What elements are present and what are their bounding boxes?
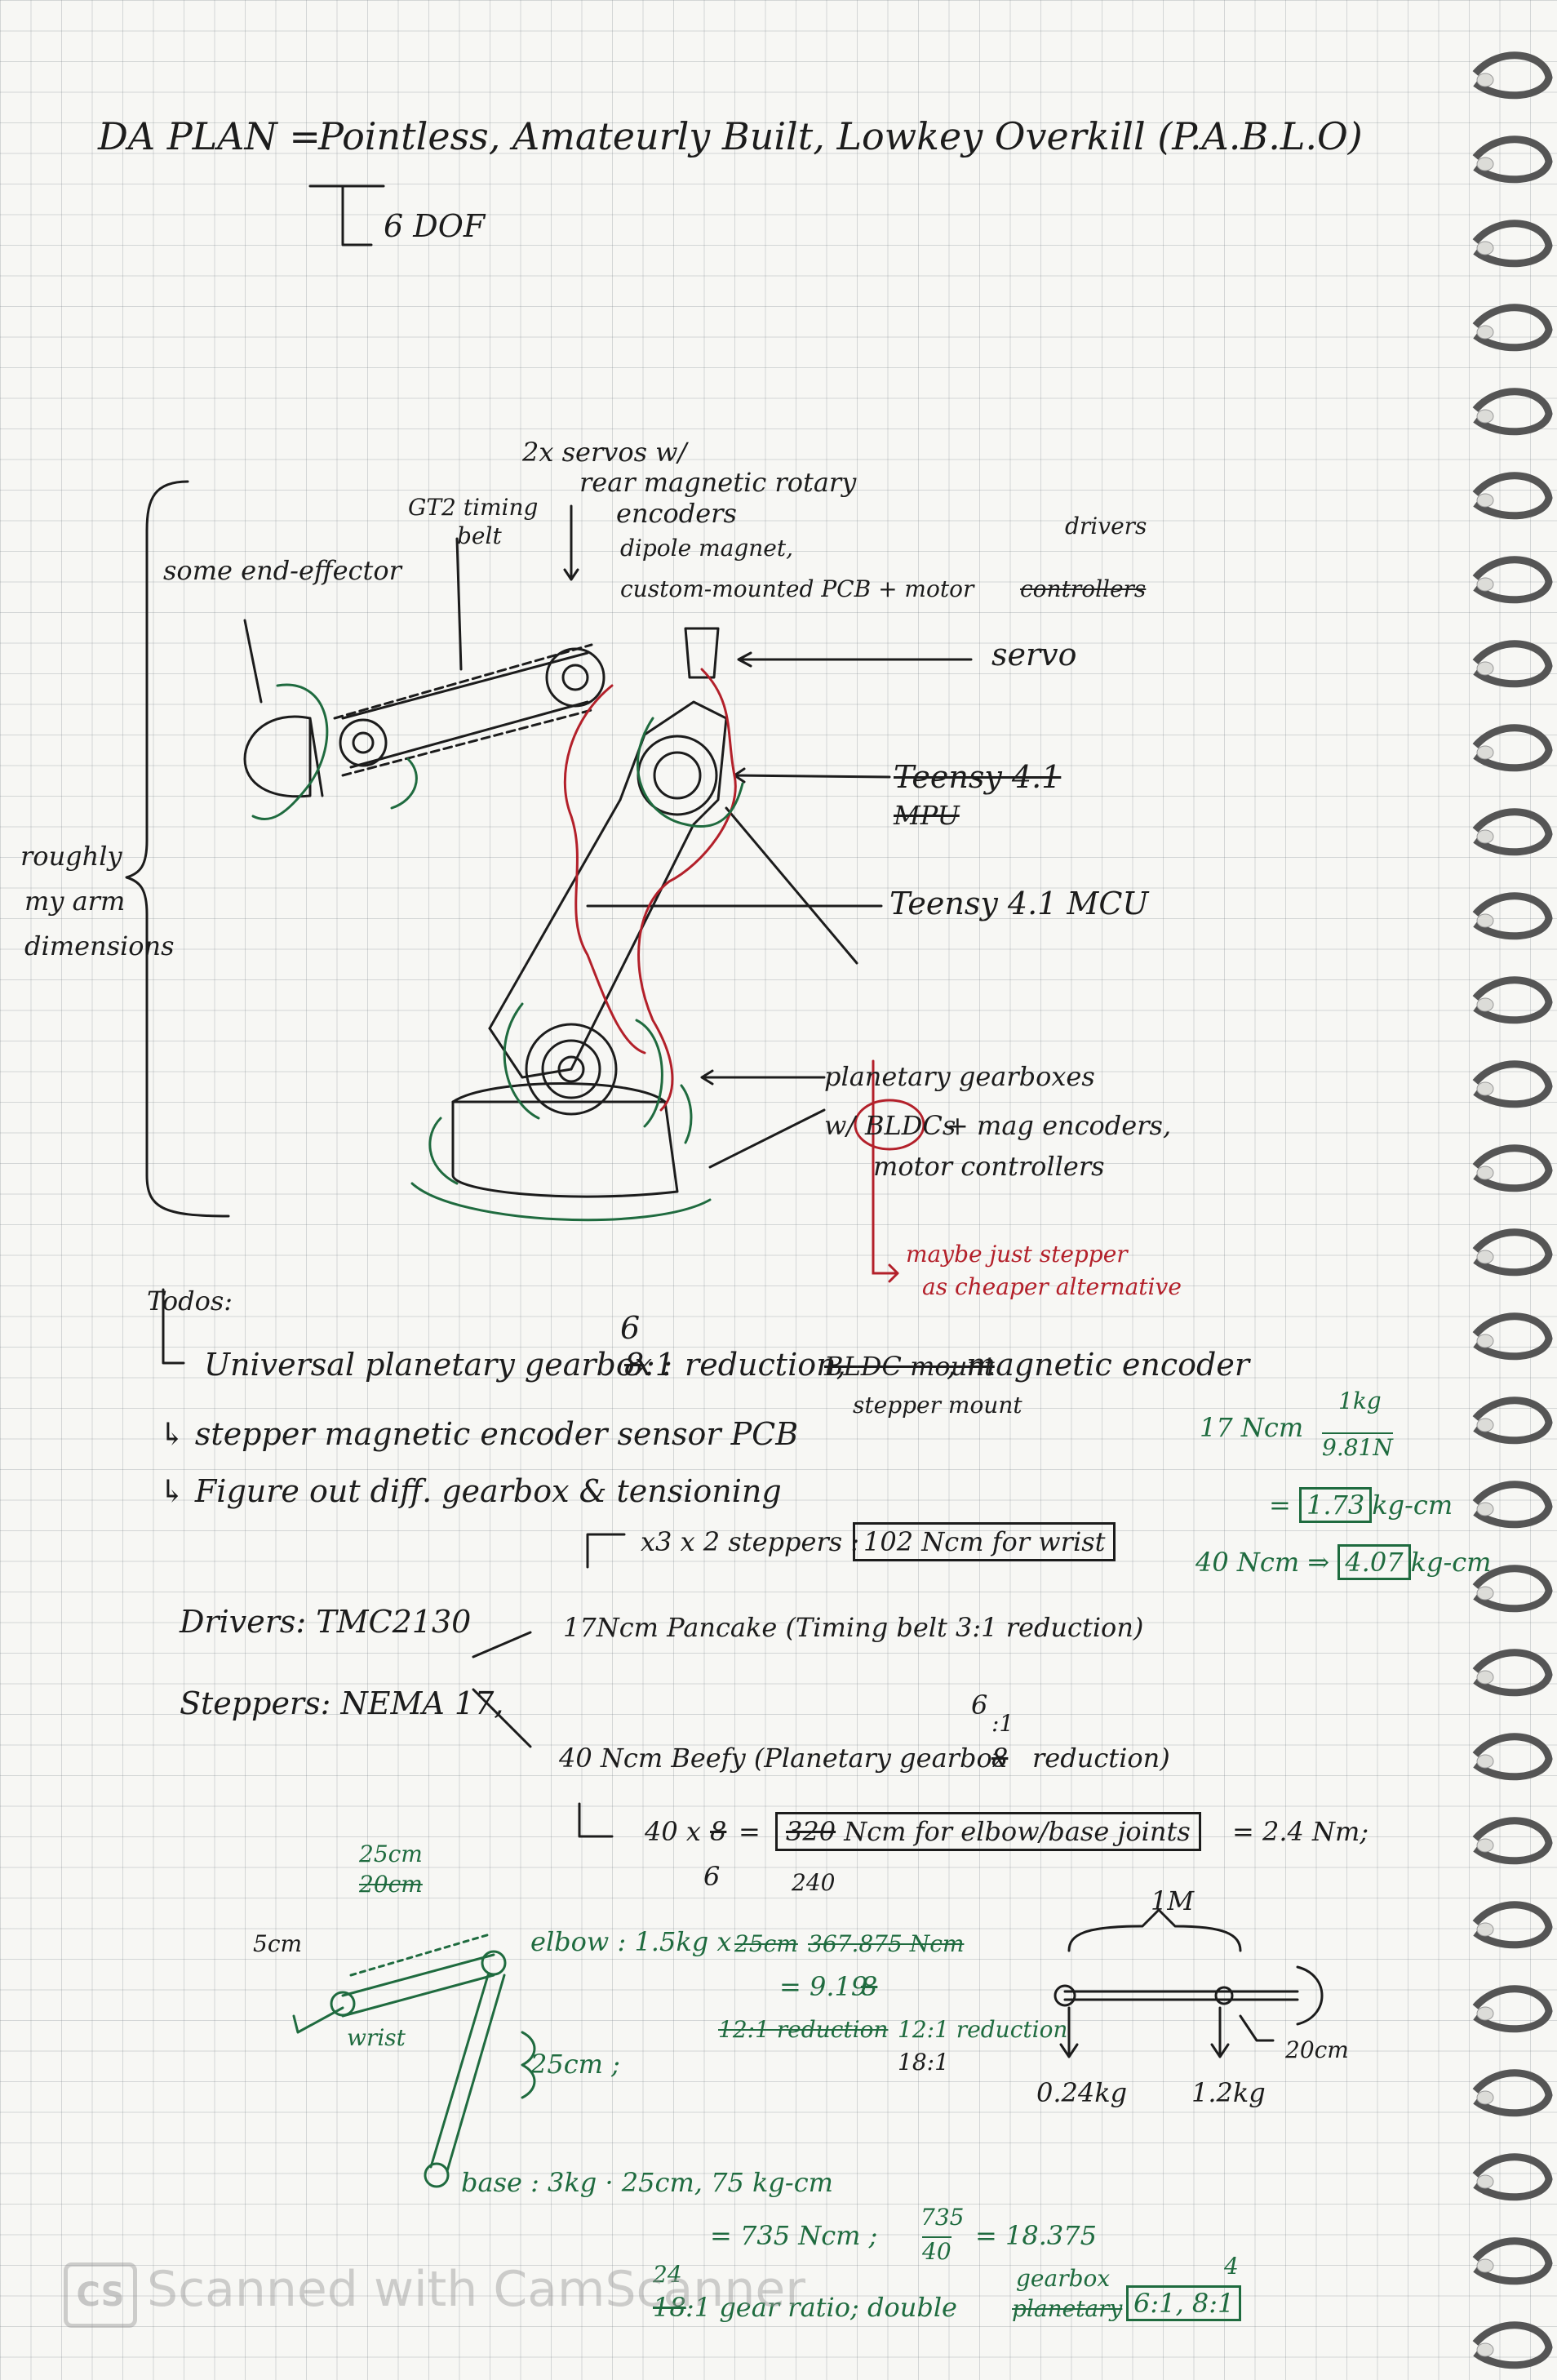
title-sub: 6 DOF (384, 208, 485, 244)
label-teensy-mcu: Teensy 4.1 MCU (889, 886, 1148, 921)
todo1-sub: stepper mount (853, 1392, 1022, 1419)
label-custom-pcb: custom-mounted PCB + motor (620, 575, 974, 602)
todo2: ↳ stepper magnetic encoder sensor PCB (159, 1416, 798, 1452)
weight-2: 1.2kg (1191, 2077, 1266, 2108)
note-cheaper: as cheaper alternative (922, 1273, 1182, 1300)
weight-1: 0.24kg (1036, 2077, 1127, 2108)
todo1-b: :1 reduction, (645, 1347, 846, 1383)
label-planetary: planetary gearboxes (824, 1061, 1095, 1092)
drive-beefy-struck: 8 (991, 1743, 1008, 1774)
label-drivers: drivers (1065, 513, 1147, 539)
dim-25cm: 25cm (359, 1841, 423, 1867)
calc-17ncm: 17 Ncm (1200, 1412, 1303, 1443)
elbow-struck: 25cm (734, 1930, 798, 1957)
page-title: Pointless, Amateurly Built, Lowkey Overk… (318, 114, 1363, 158)
drive-pancake: 17Ncm Pancake (Timing belt 3:1 reduction… (563, 1612, 1143, 1643)
todo1-a: Universal planetary gearbox : (204, 1347, 672, 1383)
dim-20cm-struck: 20cm (359, 1871, 423, 1898)
elbow-struck-2: 367.875 Ncm (808, 1930, 964, 1957)
drive-x3: x3 x 2 steppers : (641, 1526, 859, 1557)
label-roughly-3: dimensions (24, 930, 175, 961)
elbow-struck-3: 8 (861, 1971, 877, 2002)
gear-sup-2: gearbox (1016, 2265, 1110, 2292)
todos-heading: Todos: (147, 1285, 233, 1317)
base-eq: = 735 Ncm ; (710, 2220, 877, 2251)
final-sup: 4 (1224, 2253, 1239, 2280)
drive-drivers: Drivers: TMC2130 (180, 1604, 471, 1640)
reduction-alt: 18:1 (898, 2049, 949, 2076)
camscanner-watermark: Scanned with CamScanner (147, 2261, 805, 2318)
final-box: 6:1, 8:1 (1126, 2285, 1241, 2321)
reduction-struck: 12:1 reduction (718, 2016, 888, 2043)
base-calc: base : 3kg · 25cm, 75 kg-cm (461, 2167, 833, 2198)
label-end-effector: some end-effector (163, 555, 401, 586)
dim-5cm: 5cm (253, 1930, 302, 1957)
drive-beefy-sup2: :1 (991, 1710, 1014, 1737)
label-motor-controllers: motor controllers (873, 1151, 1105, 1182)
calc-240: 240 (792, 1869, 835, 1896)
label-servos: 2x servos w/ (522, 437, 686, 468)
label-gt2: GT2 timing (408, 494, 538, 521)
elbow-eq: = 9.19 (779, 1971, 867, 2002)
drive-steppers: Steppers: NEMA 17, (180, 1685, 503, 1721)
label-bldc-pre: w/ (824, 1110, 855, 1141)
dim-25cm-b: 25cm ; (530, 2049, 620, 2080)
label-servos-3: encoders (616, 498, 737, 529)
calc-eq: = (739, 1816, 761, 1847)
elbow-calc: elbow : 1.5kg x (530, 1926, 731, 1957)
dim-20cm: 20cm (1285, 2036, 1349, 2063)
label-teensy-mpu: Teensy 4.1 (894, 759, 1061, 795)
label-1m: 1M (1151, 1885, 1194, 1916)
label-servos-2: rear magnetic rotary (579, 467, 856, 498)
calc-6: 6 (703, 1861, 720, 1892)
todo1-num-new: 6 (620, 1310, 640, 1346)
title-prefix: DA PLAN = (98, 114, 321, 158)
frac-num: 735 (920, 2204, 964, 2231)
drive-beefy-sup: 6 (971, 1690, 987, 1721)
label-wrist: wrist (347, 2024, 406, 2051)
label-roughly-2: my arm (24, 886, 125, 917)
calc-40ncm: 40 Ncm ⇒ 4.07kg-cm (1195, 1547, 1492, 1578)
label-dipole: dipole magnet, (620, 535, 793, 562)
todo3: ↳ Figure out diff. gearbox & tensioning (159, 1473, 782, 1509)
todo1-num-old: 8 (624, 1347, 644, 1383)
frac-result: = 18.375 (975, 2220, 1097, 2251)
label-gt2-belt: belt (457, 522, 502, 549)
todo1-c: , magnetic encoder (947, 1347, 1249, 1383)
label-roughly: roughly (20, 841, 122, 872)
drive-beefy: 40 Ncm Beefy (Planetary gearbox (559, 1743, 1007, 1774)
calc-8-struck: 8 (710, 1816, 726, 1847)
reduction-new: 12:1 reduction (898, 2016, 1067, 2043)
label-bldc-post: + mag encoders, (947, 1110, 1171, 1141)
calc-40x: 40 x (645, 1816, 701, 1847)
label-bldc: BLDCs (865, 1110, 956, 1141)
gear-struck-2: planetary (1012, 2295, 1122, 2322)
calc-1kg: 1kg (1338, 1388, 1382, 1414)
frac-den: 40 (922, 2236, 952, 2265)
label-teensy-mpu-2: MPU (894, 800, 960, 831)
camscanner-logo: CS (64, 2262, 137, 2328)
label-controllers-struck: controllers (1020, 575, 1146, 602)
note-maybe-stepper: maybe just stepper (906, 1241, 1128, 1268)
drive-beefy-end: reduction) (1032, 1743, 1170, 1774)
label-servo: servo (991, 637, 1077, 673)
calc-173: = 1.73kg-cm (1269, 1490, 1453, 1521)
calc-981n: 9.81N (1322, 1432, 1393, 1461)
calc-result: = 2.4 Nm; (1232, 1816, 1368, 1847)
calc-joint-box: 320 Ncm for elbow/base joints (775, 1812, 1201, 1851)
drive-wrist-box: 102 Ncm for wrist (853, 1522, 1116, 1561)
